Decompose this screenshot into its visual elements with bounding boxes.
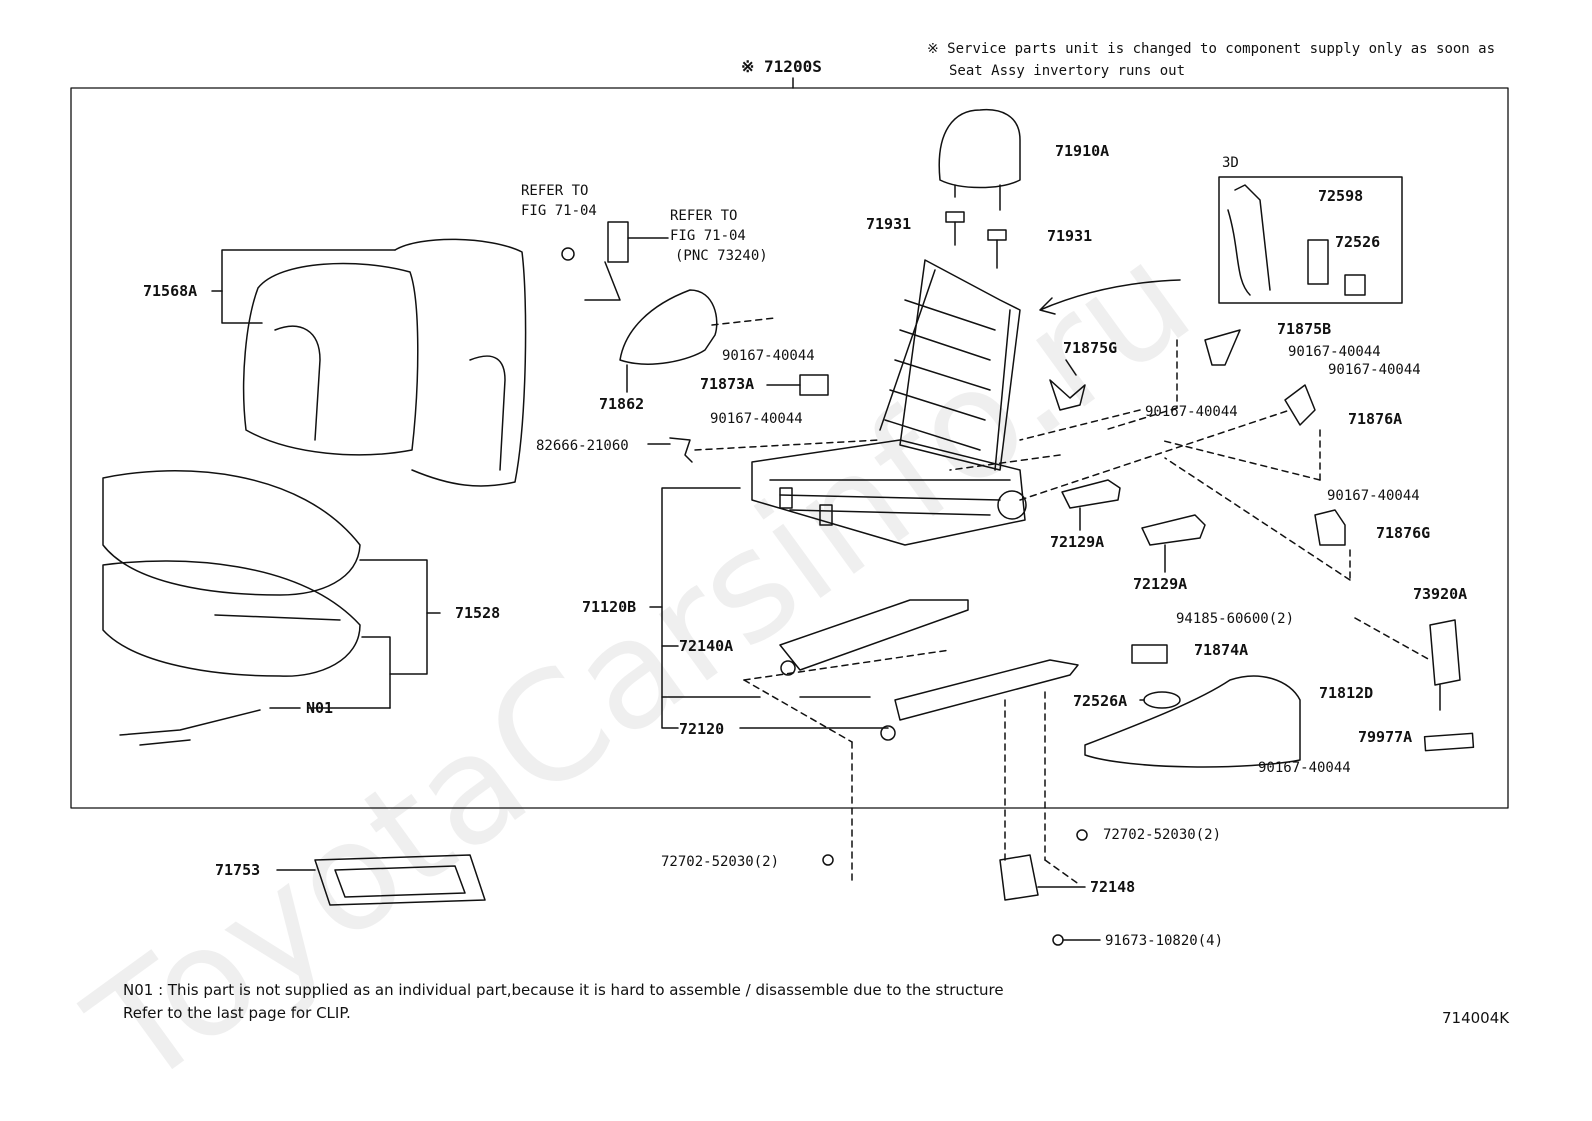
bracket-72148 (999, 854, 1039, 901)
headrest-guide-drawing (945, 211, 1007, 269)
part-label-72598: 72598 (1318, 187, 1364, 205)
part-label-90167-4: 90167-40044 (1288, 344, 1381, 360)
part-label-71528: 71528 (455, 604, 501, 622)
part-label-71874A: 71874A (1194, 641, 1249, 659)
arrow-3d (1039, 279, 1181, 315)
part-label-71931-right: 71931 (1047, 227, 1093, 245)
bolt-91673-icon (1052, 934, 1064, 946)
pnc-ref: (PNC 73240) (675, 248, 768, 264)
bracket-71875G (1049, 379, 1086, 411)
part-label-72526A: 72526A (1073, 692, 1128, 710)
knob-72526A (1143, 691, 1181, 709)
part-label-72120: 72120 (679, 720, 725, 738)
leader-71568A (221, 249, 396, 292)
seat-frame-drawing (751, 259, 1027, 546)
leader-71528 (359, 559, 428, 675)
footer-note-clip: Refer to the last page for CLIP. (123, 1004, 351, 1022)
buckle-drawing (561, 221, 629, 301)
fig-ref-1: FIG 71-04 (521, 203, 597, 219)
bolt-72702-right-icon (1076, 829, 1088, 841)
adjuster-drawing (779, 599, 1079, 741)
service-note-line2: Seat Assy invertory runs out (949, 63, 1186, 79)
fig-ref-2: FIG 71-04 (670, 228, 746, 244)
part-label-71876G: 71876G (1376, 524, 1431, 542)
cover-72129A-2 (1141, 514, 1206, 546)
part-label-90167-1: 90167-40044 (722, 348, 815, 364)
figure-code: 714004K (1442, 1009, 1510, 1027)
bracket-71120B (661, 487, 741, 729)
part-label-91673: 91673-10820(4) (1105, 933, 1224, 949)
bracket-71876A (1284, 384, 1316, 426)
part-label-72702-right: 72702-52030(2) (1103, 827, 1222, 843)
part-label-71753: 71753 (215, 861, 261, 879)
assembly-label: ※ 71200S (741, 57, 822, 76)
part-label-71568A: 71568A (143, 282, 198, 300)
harness-drawing (119, 707, 301, 746)
label-79977A (1423, 732, 1475, 752)
part-label-72702-left: 72702-52030(2) (661, 854, 780, 870)
part-label-72129A-1: 72129A (1050, 533, 1105, 551)
part-label-71875B: 71875B (1277, 320, 1332, 338)
detail-3d-drawing (1227, 184, 1366, 296)
cover-72129A-1 (1061, 479, 1121, 509)
assembly-frame (70, 87, 1509, 809)
part-label-71931-left: 71931 (866, 215, 912, 233)
seatback-cover-drawing (242, 238, 527, 487)
part-label-71862: 71862 (599, 395, 645, 413)
part-label-90167-5: 90167-40044 (1328, 362, 1421, 378)
part-label-72526: 72526 (1335, 233, 1381, 251)
part-label-94185: 94185-60600(2) (1176, 611, 1295, 627)
detail-3d-label: 3D (1222, 155, 1239, 171)
part-label-73920A: 73920A (1413, 585, 1468, 603)
part-label-71910A: 71910A (1055, 142, 1110, 160)
module-73920A (1429, 619, 1461, 711)
bracket-71873A (799, 374, 829, 396)
part-label-72129A-2: 72129A (1133, 575, 1188, 593)
part-label-71876A: 71876A (1348, 410, 1403, 428)
clip-82666 (669, 437, 693, 463)
service-note-line1: ※ Service parts unit is changed to compo… (927, 41, 1496, 57)
part-label-72148: 72148 (1090, 878, 1136, 896)
part-label-71812D: 71812D (1319, 684, 1374, 702)
side-cover-71812D (1084, 675, 1301, 768)
bracket-71875B (1204, 329, 1241, 366)
refer-to-label-2: REFER TO (670, 208, 738, 224)
part-label-71873A: 71873A (700, 375, 755, 393)
bolt-72702-left-icon (822, 854, 834, 866)
part-label-90167-7: 90167-40044 (1258, 760, 1351, 776)
bracket-71876G (1314, 509, 1346, 546)
part-label-79977A: 79977A (1358, 728, 1413, 746)
part-label-82666: 82666-21060 (536, 438, 629, 454)
part-label-72140A: 72140A (679, 637, 734, 655)
shield-71862-drawing (619, 289, 718, 365)
part-label-90167-2: 90167-40044 (710, 411, 803, 427)
part-label-71120B: 71120B (582, 598, 637, 616)
footer-note-n01: N01 : This part is not supplied as an in… (123, 981, 1004, 999)
refer-to-label-1: REFER TO (521, 183, 589, 199)
detail-3d-box (1218, 176, 1403, 304)
headrest-drawing (938, 108, 1021, 211)
latch-71874A (1131, 644, 1168, 664)
leader-71568A-b (221, 290, 263, 324)
pad-71753-drawing (314, 854, 486, 906)
part-label-N01: N01 (306, 699, 334, 717)
seat-cushion-drawing (102, 470, 361, 677)
part-label-71875G: 71875G (1063, 339, 1118, 357)
part-label-90167-3: 90167-40044 (1145, 404, 1238, 420)
part-label-90167-6: 90167-40044 (1327, 488, 1420, 504)
